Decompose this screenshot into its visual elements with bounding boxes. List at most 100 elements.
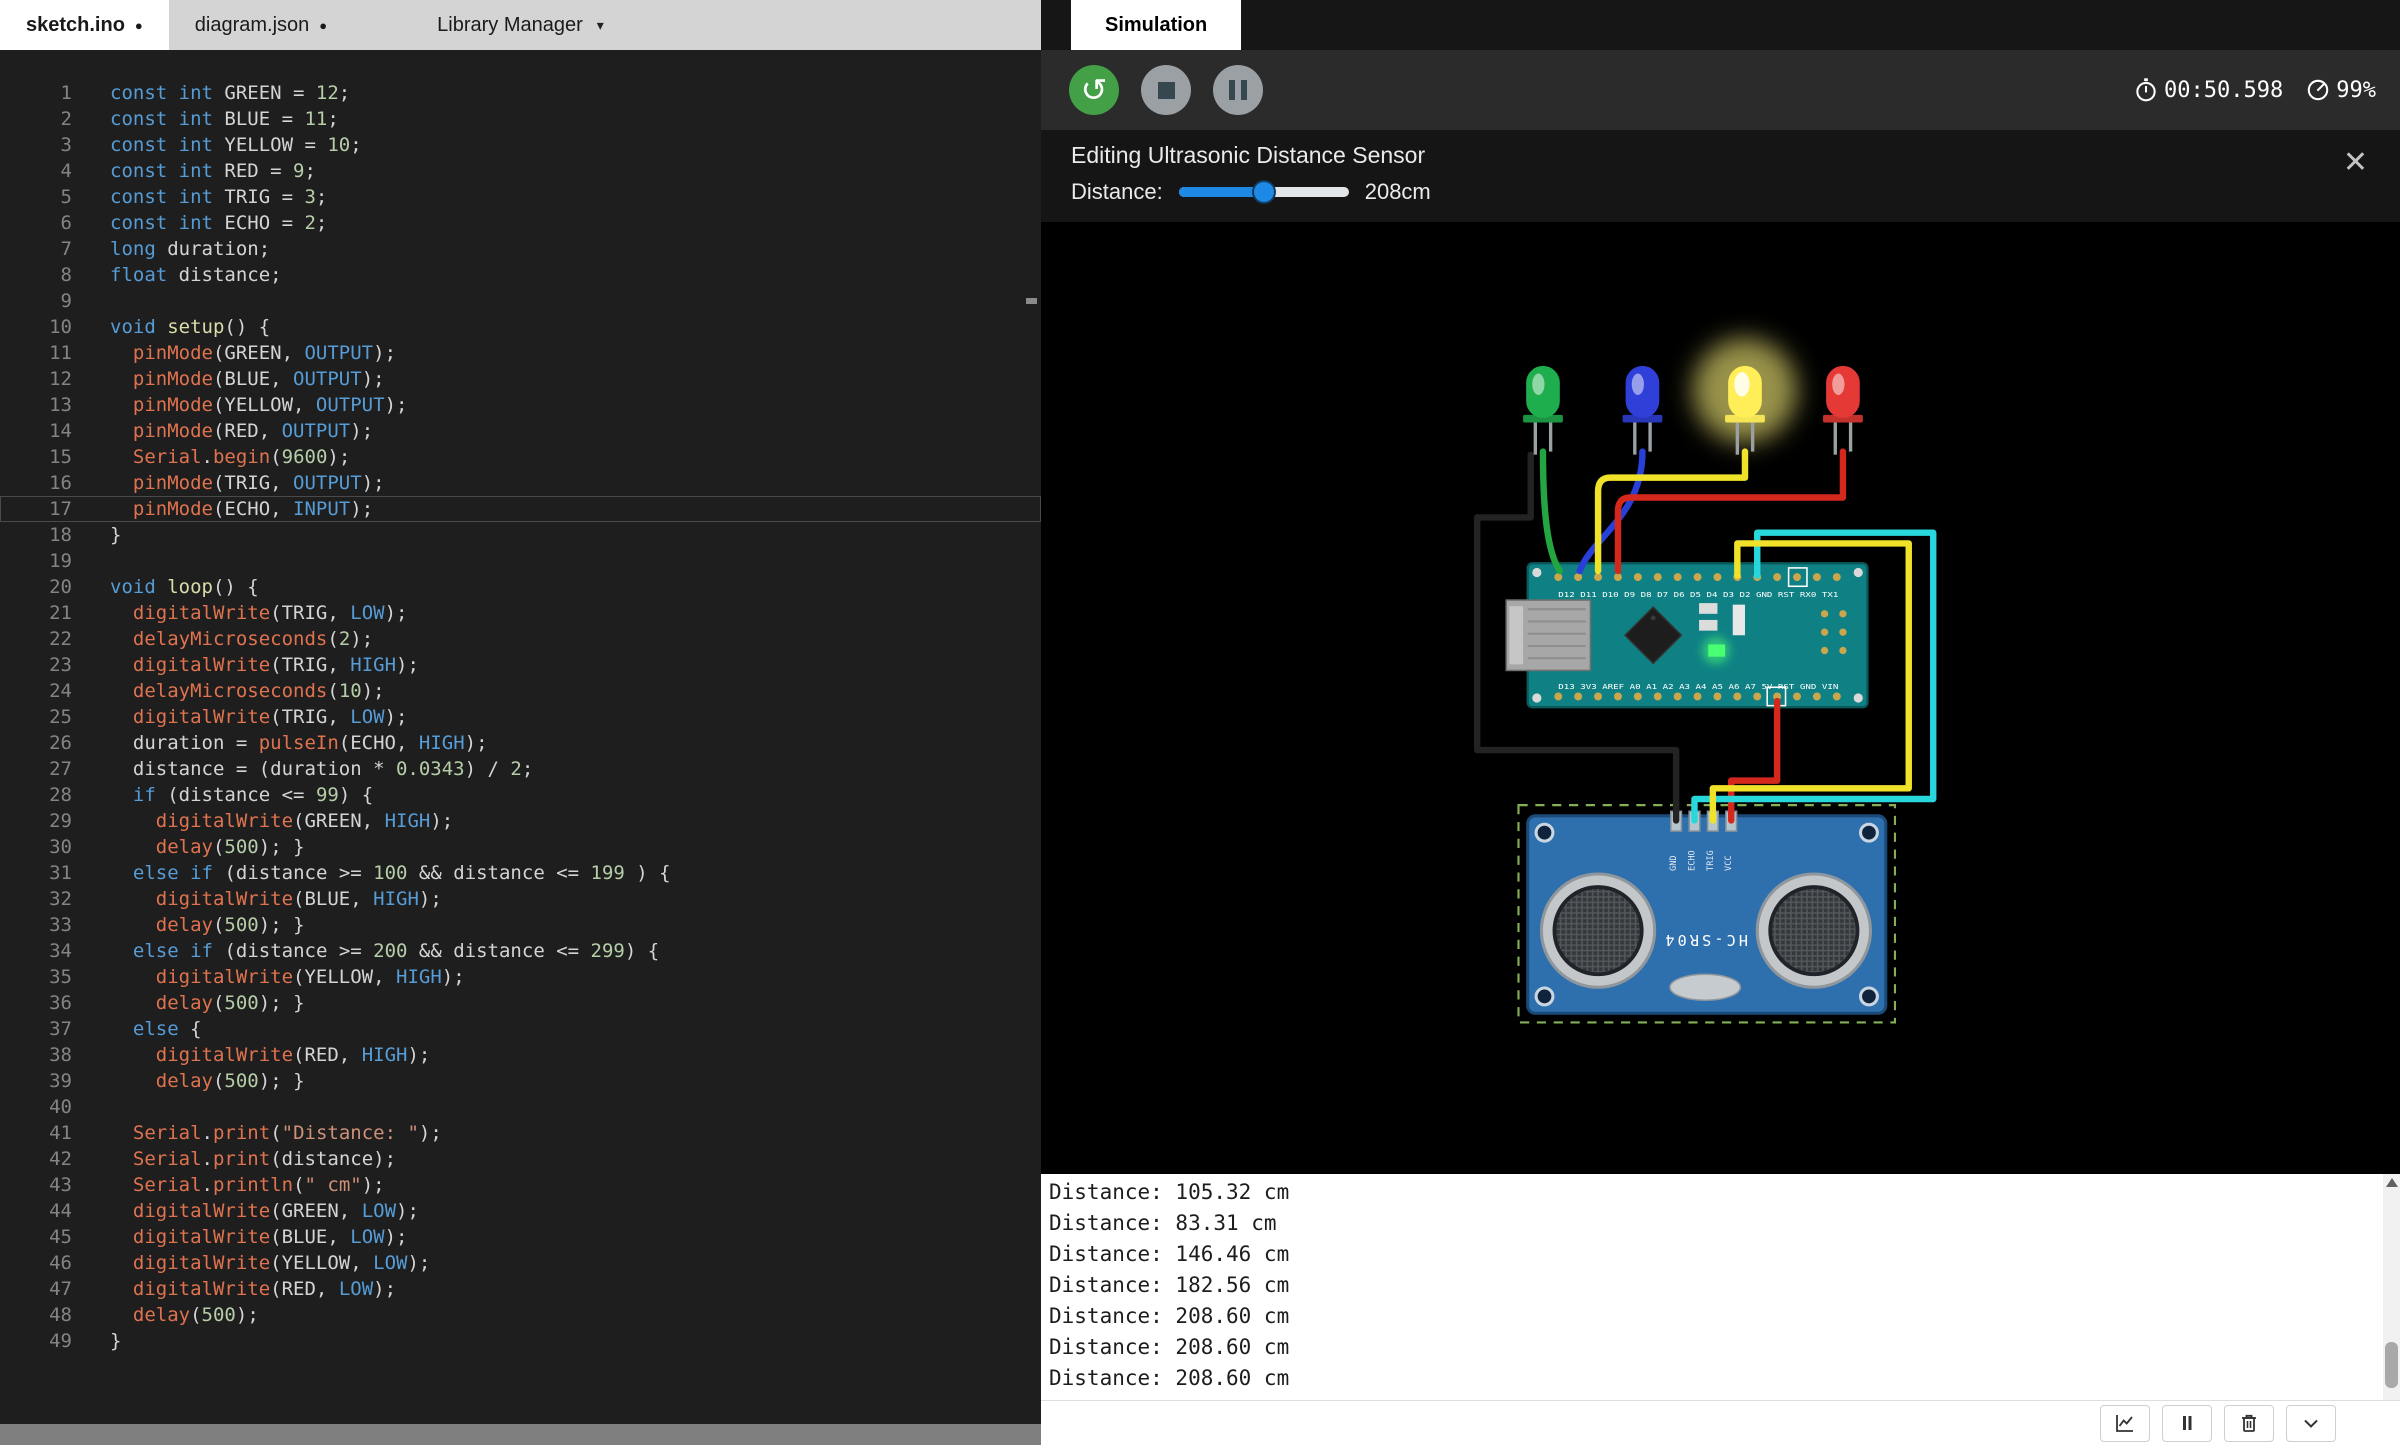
line-number: 13 xyxy=(49,394,72,416)
code-line[interactable]: 42 Serial.print(distance); xyxy=(0,1146,1041,1172)
restart-button[interactable]: ↺ xyxy=(1069,65,1119,115)
unsaved-dot: ● xyxy=(134,17,143,33)
autoscroll-button[interactable] xyxy=(2286,1404,2336,1442)
code-line[interactable]: 9 xyxy=(0,288,1041,314)
code-line[interactable]: 12 pinMode(BLUE, OUTPUT); xyxy=(0,366,1041,392)
code-line[interactable]: 14 pinMode(RED, OUTPUT); xyxy=(0,418,1041,444)
line-number: 32 xyxy=(49,888,72,910)
led-red[interactable] xyxy=(1823,365,1863,455)
wire-yellow-led[interactable] xyxy=(1594,448,1749,575)
line-number: 23 xyxy=(49,654,72,676)
scroll-thumb[interactable] xyxy=(2385,1342,2398,1388)
distance-value: 208cm xyxy=(1364,179,1431,204)
line-number: 6 xyxy=(60,212,72,234)
serial-line: Distance: 146.46 cm xyxy=(1049,1242,1290,1266)
code-line[interactable]: 48 delay(500); xyxy=(0,1302,1041,1328)
code-line[interactable]: 47 digitalWrite(RED, LOW); xyxy=(0,1276,1041,1302)
pause-serial-button[interactable] xyxy=(2162,1404,2212,1442)
wire-5v[interactable] xyxy=(1727,697,1781,824)
code-line[interactable]: 16 pinMode(TRIG, OUTPUT); xyxy=(0,470,1041,496)
code-line[interactable]: 30 delay(500); } xyxy=(0,834,1041,860)
code-line[interactable]: 34 else if (distance >= 200 && distance … xyxy=(0,938,1041,964)
tab-library-manager[interactable]: Library Manager ▾ xyxy=(411,0,630,50)
tab-sketch-ino[interactable]: sketch.ino ● xyxy=(0,0,169,50)
wire-green-led[interactable] xyxy=(1539,448,1564,575)
clear-button[interactable] xyxy=(2224,1404,2274,1442)
sensor-label: HC-SR04 xyxy=(1662,931,1748,949)
arduino-nano[interactable]: D12 D11 D10 D9 D8 D7 D6 D5 D4 D3 D2 GND … xyxy=(1505,562,1869,709)
plot-button[interactable] xyxy=(2100,1404,2150,1442)
wire-trig[interactable] xyxy=(1709,540,1912,824)
line-number: 15 xyxy=(49,446,72,468)
code-line[interactable]: 18} xyxy=(0,522,1041,548)
code-line[interactable]: 43 Serial.println(" cm"); xyxy=(0,1172,1041,1198)
code-line[interactable]: 36 delay(500); } xyxy=(0,990,1041,1016)
sim-timer: 00:50.598 xyxy=(2133,77,2283,103)
scroll-up-icon[interactable] xyxy=(2386,1178,2398,1187)
code-line[interactable]: 27 distance = (duration * 0.0343) / 2; xyxy=(0,756,1041,782)
editor-scrollbar[interactable] xyxy=(1026,298,1037,304)
code-line[interactable]: 24 delayMicroseconds(10); xyxy=(0,678,1041,704)
code-line[interactable]: 38 digitalWrite(RED, HIGH); xyxy=(0,1042,1041,1068)
code-line[interactable]: 26 duration = pulseIn(ECHO, HIGH); xyxy=(0,730,1041,756)
code-line[interactable]: 31 else if (distance >= 100 && distance … xyxy=(0,860,1041,886)
line-number: 40 xyxy=(49,1096,72,1118)
code-line[interactable]: 15 Serial.begin(9600); xyxy=(0,444,1041,470)
led-blue[interactable] xyxy=(1622,365,1663,455)
code-line[interactable]: 28 if (distance <= 99) { xyxy=(0,782,1041,808)
code-line[interactable]: 35 digitalWrite(YELLOW, HIGH); xyxy=(0,964,1041,990)
wire-red-led[interactable] xyxy=(1614,448,1847,575)
code-line[interactable]: 37 else { xyxy=(0,1016,1041,1042)
code-line[interactable]: 17 pinMode(ECHO, INPUT); xyxy=(0,496,1041,522)
code-line[interactable]: 25 digitalWrite(TRIG, LOW); xyxy=(0,704,1041,730)
tab-label: Library Manager xyxy=(437,13,583,36)
wire-blue-led[interactable] xyxy=(1576,448,1646,575)
code-line[interactable]: 41 Serial.print("Distance: "); xyxy=(0,1120,1041,1146)
code-line[interactable]: 13 pinMode(YELLOW, OUTPUT); xyxy=(0,392,1041,418)
stop-button[interactable] xyxy=(1141,65,1191,115)
code-line[interactable]: 23 digitalWrite(TRIG, HIGH); xyxy=(0,652,1041,678)
led-yellow[interactable] xyxy=(1725,365,1765,455)
code-line[interactable]: 33 delay(500); } xyxy=(0,912,1041,938)
close-button[interactable]: ✕ xyxy=(2343,148,2368,178)
line-number: 7 xyxy=(60,238,72,260)
code-line[interactable]: 46 digitalWrite(YELLOW, LOW); xyxy=(0,1250,1041,1276)
pause-button[interactable] xyxy=(1213,65,1263,115)
code-line[interactable]: 45 digitalWrite(BLUE, LOW); xyxy=(0,1224,1041,1250)
led-green[interactable] xyxy=(1523,365,1563,455)
slider-thumb[interactable] xyxy=(1253,182,1274,202)
code-line[interactable]: 49} xyxy=(0,1328,1041,1354)
distance-slider[interactable] xyxy=(1178,182,1349,202)
circuit-canvas[interactable]: D12 D11 D10 D9 D8 D7 D6 D5 D4 D3 D2 GND … xyxy=(1041,222,2400,1174)
wire-gnd[interactable] xyxy=(1473,451,1680,824)
wire-echo[interactable] xyxy=(1691,529,1937,824)
hc-sr04-sensor[interactable]: HC-SR04 GND ECHO TRIG VCC xyxy=(1526,810,1888,1015)
code-line[interactable]: 29 digitalWrite(GREEN, HIGH); xyxy=(0,808,1041,834)
code-line[interactable]: 39 delay(500); } xyxy=(0,1068,1041,1094)
code-line[interactable]: 22 delayMicroseconds(2); xyxy=(0,626,1041,652)
tab-diagram-json[interactable]: diagram.json ● xyxy=(169,0,353,50)
code-line[interactable]: 21 digitalWrite(TRIG, LOW); xyxy=(0,600,1041,626)
tab-simulation[interactable]: Simulation xyxy=(1071,0,1242,50)
code-line[interactable]: 11 pinMode(GREEN, OUTPUT); xyxy=(0,340,1041,366)
code-line[interactable]: 44 digitalWrite(GREEN, LOW); xyxy=(0,1198,1041,1224)
line-number: 25 xyxy=(49,706,72,728)
code-line[interactable]: 19 xyxy=(0,548,1041,574)
code-line[interactable]: 40 xyxy=(0,1094,1041,1120)
serial-scrollbar[interactable] xyxy=(2383,1174,2400,1400)
code-line[interactable]: 32 digitalWrite(BLUE, HIGH); xyxy=(0,886,1041,912)
simulation-tabbar: Simulation xyxy=(1041,0,2400,50)
